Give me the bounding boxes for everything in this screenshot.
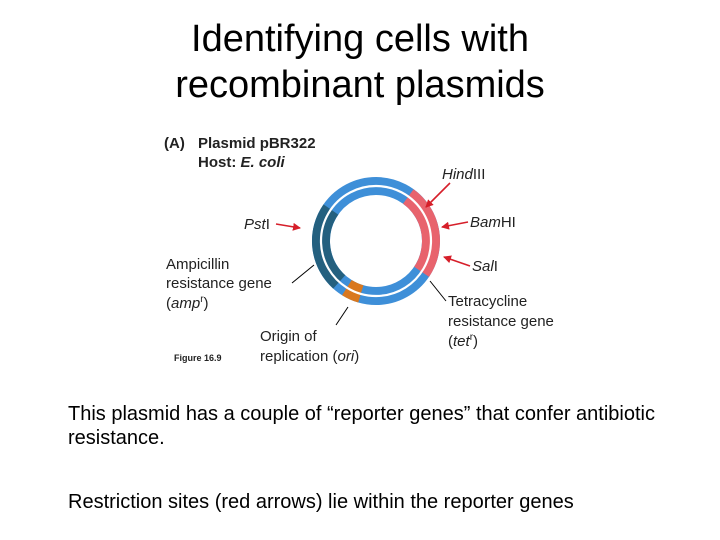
amp-gene-label: Ampicillin resistance gene (ampr) [166, 256, 272, 312]
hindIII-arrow [425, 182, 451, 208]
salI-arrow [443, 255, 471, 267]
tet-pointer-line [429, 280, 447, 302]
svg-text:(A): (A) [164, 135, 185, 152]
svg-text:Tetracycline: Tetracycline [448, 293, 527, 310]
svg-text:(tetr): (tetr) [448, 332, 478, 350]
svg-text:(ampr): (ampr) [166, 294, 209, 312]
svg-text:resistance gene: resistance gene [166, 275, 272, 292]
hindIII-label: HindIII [442, 166, 485, 183]
salI-label: SalI [472, 258, 498, 275]
slide-title: Identifying cells with recombinant plasm… [0, 16, 720, 108]
svg-text:replication (ori): replication (ori) [260, 348, 359, 365]
title-line-1: Identifying cells with [191, 18, 529, 60]
title-line-2: recombinant plasmids [175, 64, 545, 106]
host-label: Host: E. coli [198, 154, 286, 171]
plasmid-diagram: (A) Plasmid pBR322 Host: E. coli HindIII… [164, 135, 554, 365]
tet-gene-label: Tetracycline resistance gene (tetr) [448, 293, 554, 350]
bamHI-label: BamHI [470, 214, 516, 231]
paragraph-restriction-sites: Restriction sites (red arrows) lie withi… [68, 491, 574, 513]
figure-number: Figure 16.9 [174, 353, 222, 363]
pstI-arrow [275, 222, 301, 231]
panel-label: (A) [164, 135, 185, 152]
svg-text:resistance gene: resistance gene [448, 313, 554, 330]
paragraph-reporter-genes: This plasmid has a couple of “reporter g… [68, 403, 655, 449]
amp-pointer-line [291, 264, 315, 284]
ori-pointer-line [335, 306, 349, 326]
bamHI-arrow [441, 221, 469, 230]
svg-text:Ampicillin: Ampicillin [166, 256, 229, 273]
plasmid-name: Plasmid pBR322 [198, 135, 316, 152]
ori-label: Origin of replication (ori) [260, 328, 359, 365]
inner-white-divider [319, 184, 433, 298]
svg-text:Origin of: Origin of [260, 328, 318, 345]
plasmid-figure: (A) Plasmid pBR322 Host: E. coli HindIII… [150, 125, 590, 375]
pstI-label: PstI [244, 216, 270, 233]
